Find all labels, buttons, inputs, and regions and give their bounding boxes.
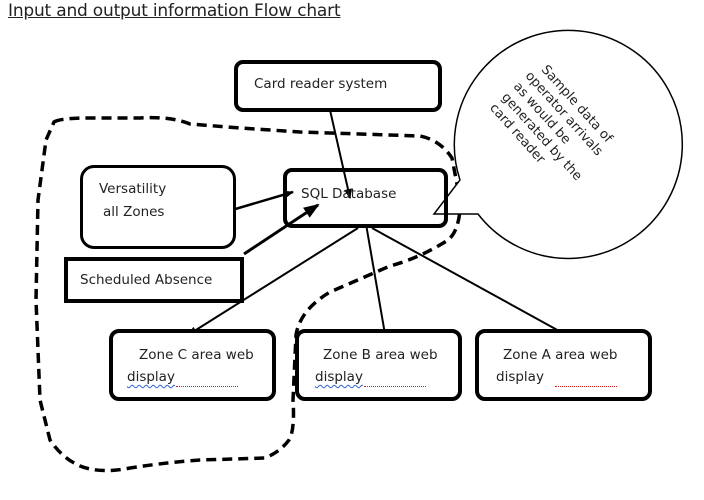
spellcheck-underline (176, 382, 238, 387)
edge-versatility-to-sql (231, 190, 294, 212)
spellcheck-underline (555, 382, 617, 387)
edge-absence-to-sql (243, 203, 320, 256)
node-scheduled-absence-label: Scheduled Absence (80, 272, 213, 288)
node-zone-c-line2: display (127, 369, 175, 385)
node-zone-b-line2: display (315, 369, 363, 385)
node-sql-database-label: SQL Database (301, 186, 397, 202)
edge-sql-to-zone-a (371, 227, 571, 338)
node-zone-b[interactable]: Zone B area web display (295, 329, 462, 401)
node-sql-database[interactable]: SQL Database (283, 168, 448, 228)
dashed-boundary (34, 115, 462, 473)
node-versatility-line1: Versatility (99, 181, 167, 197)
node-zone-a[interactable]: Zone A area web display (475, 329, 652, 401)
edge-sql-to-zone-c (187, 227, 359, 336)
spellcheck-underline (364, 382, 426, 387)
node-versatility[interactable]: Versatility all Zones (80, 165, 236, 249)
node-card-reader[interactable]: Card reader system (234, 60, 442, 112)
node-zone-a-line2: display (496, 369, 544, 385)
node-card-reader-label: Card reader system (254, 76, 388, 92)
node-scheduled-absence[interactable]: Scheduled Absence (64, 257, 244, 303)
diagram-title: Input and output information Flow chart (8, 1, 341, 21)
node-zone-c-line1: Zone C area web (139, 347, 254, 363)
edge-card-reader-to-sql (329, 109, 352, 199)
node-versatility-line2: all Zones (103, 204, 165, 220)
edge-sql-to-zone-b (365, 223, 389, 341)
node-zone-b-line1: Zone B area web (323, 347, 438, 363)
callout-bubble (432, 29, 684, 260)
node-zone-a-line1: Zone A area web (503, 347, 618, 363)
node-zone-c[interactable]: Zone C area web display (109, 329, 276, 401)
